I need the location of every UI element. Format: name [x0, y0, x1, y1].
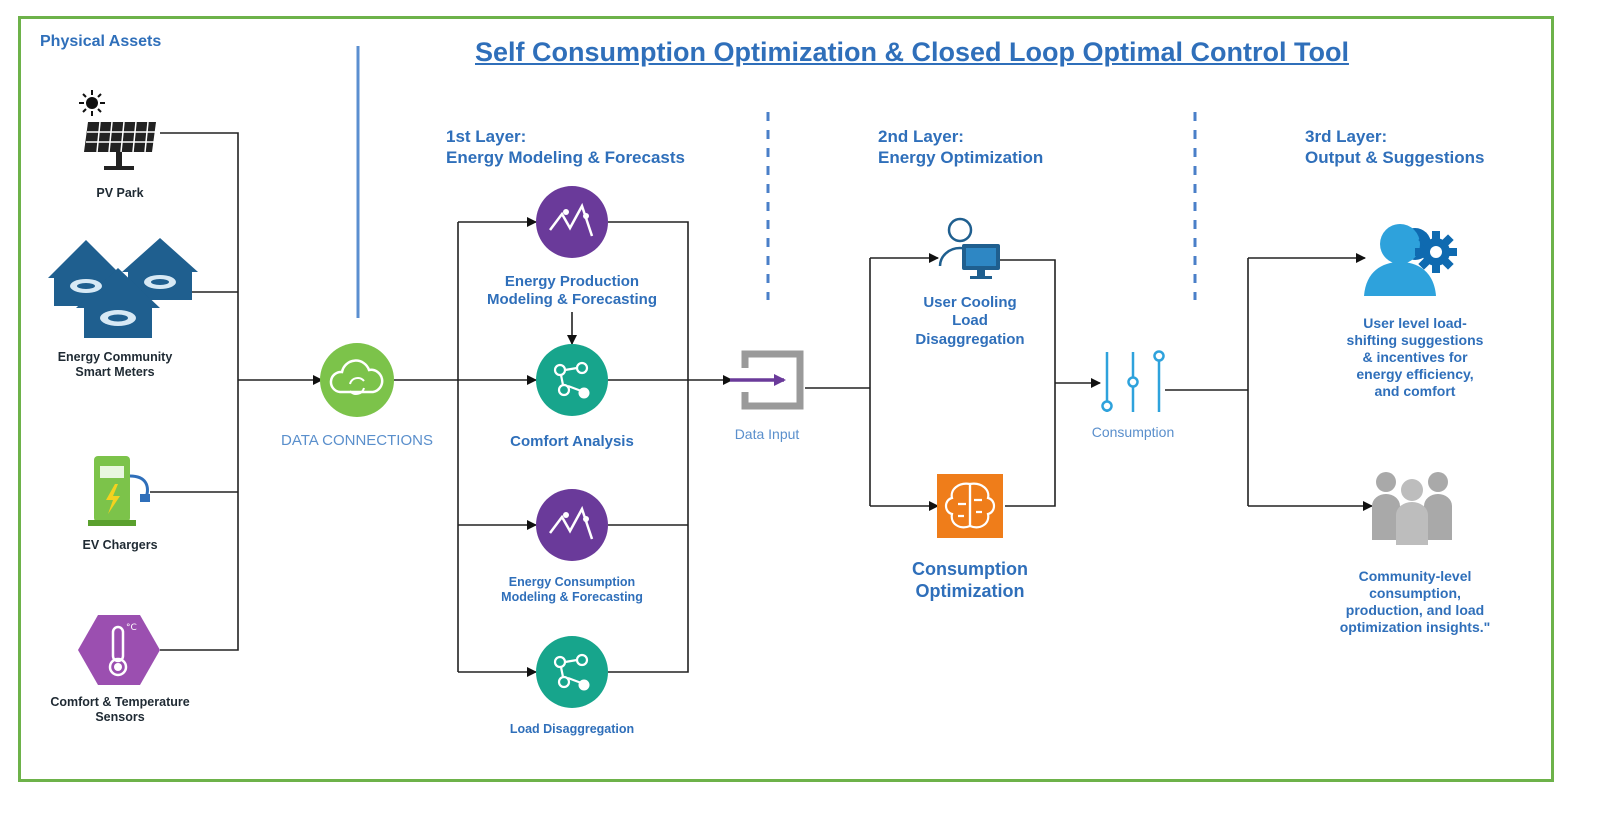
consumption-label: Consumption — [1091, 424, 1175, 440]
community-insights-label: Community-level consumption, production,… — [1339, 568, 1491, 636]
sun-icon — [79, 90, 105, 116]
layer1-connectors — [394, 217, 733, 677]
svg-text:°C: °C — [126, 623, 137, 633]
smart-meters-label: Energy Community Smart Meters — [57, 350, 173, 380]
network-icon — [536, 344, 608, 416]
network-icon — [536, 636, 608, 708]
layer2-heading: 2nd Layer: Energy Optimization — [878, 127, 1044, 167]
cloud-sync-icon — [320, 343, 394, 417]
user-cooling-label: User Cooling Load Disaggregation — [915, 294, 1025, 348]
user-gear-icon — [1364, 224, 1457, 296]
energy-consumption-label: Energy Consumption Modeling & Forecastin… — [501, 575, 643, 605]
data-input-label: Data Input — [734, 426, 800, 442]
ev-chargers-label: EV Chargers — [82, 538, 158, 552]
ev-charger-icon — [88, 456, 150, 526]
user-computer-icon — [938, 217, 1000, 279]
thermometer-icon: °C — [78, 615, 160, 685]
diagram-frame — [18, 16, 1554, 782]
data-input-icon — [730, 350, 804, 410]
sensors-label: Comfort & Temperature Sensors — [50, 695, 190, 725]
layer1-heading: 1st Layer: Energy Modeling & Forecasts — [446, 127, 685, 167]
load-disaggregation-label: Load Disaggregation — [509, 722, 635, 736]
page-title: Self Consumption Optimization & Closed L… — [475, 37, 1349, 67]
sliders-icon — [1101, 350, 1165, 412]
consumption-optimization-label: Consumption Optimization — [912, 559, 1028, 601]
trend-icon — [536, 489, 608, 561]
user-level-suggestions-label: User level load- shifting suggestions & … — [1346, 315, 1484, 400]
house-meter-icon — [48, 238, 198, 338]
energy-production-label: Energy Production Modeling & Forecasting — [486, 273, 657, 309]
layer2-connectors — [805, 253, 1101, 511]
layer3-connectors — [1165, 253, 1373, 511]
layer3-heading: 3rd Layer: Output & Suggestions — [1305, 127, 1485, 167]
physical-assets-heading: Physical Assets — [40, 33, 162, 50]
people-group-icon — [1372, 472, 1452, 545]
brain-icon — [937, 474, 1003, 538]
trend-icon — [536, 186, 608, 258]
data-connections-label: DATA CONNECTIONS — [281, 432, 433, 449]
pv-park-label: PV Park — [96, 186, 144, 200]
comfort-analysis-label: Comfort Analysis — [510, 433, 634, 450]
asset-connectors — [150, 132, 323, 651]
solar-panel-icon — [84, 121, 156, 170]
